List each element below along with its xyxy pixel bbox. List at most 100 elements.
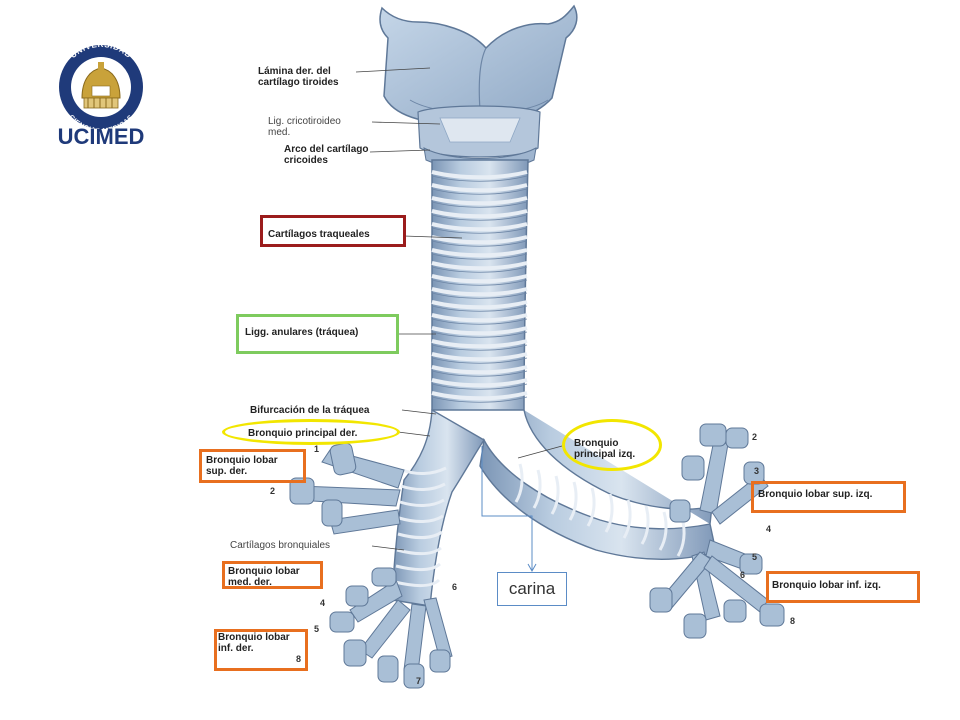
tracheal-ring — [431, 313, 528, 323]
tracheal-ring — [431, 196, 528, 206]
tracheal-ring — [431, 235, 528, 245]
tracheal-ring — [431, 274, 528, 284]
bronchial-ring — [514, 463, 524, 503]
bronchial-ring — [568, 481, 578, 521]
logo-wordmark: UCIMED — [57, 124, 145, 149]
label-lamina-tiroides: Lámina der. del cartílago tiroides — [258, 66, 339, 88]
highlight-box-bronquio-lobar-sup-der — [199, 449, 306, 483]
bronchial-ring — [400, 482, 446, 491]
tracheal-ring-shadow — [431, 331, 528, 338]
tracheal-ring-shadow — [431, 357, 528, 364]
highlight-ellipse-bronquio-principal-izq — [562, 419, 662, 471]
number-8-right: 8 — [790, 616, 796, 626]
label-bronquio-lobar-sup-izq: Bronquio lobar sup. izq. — [758, 489, 873, 500]
number-2-left: 2 — [270, 486, 276, 496]
highlight-box-cartilagos-traqueales — [260, 215, 406, 247]
tracheal-ring — [431, 339, 528, 349]
number-8-left: 8 — [296, 654, 302, 664]
bronchial-ring — [532, 469, 542, 509]
tracheal-ring-shadow — [431, 383, 528, 390]
tracheal-ring-shadow — [431, 266, 528, 273]
tracheal-ring — [431, 391, 528, 401]
tracheal-ring-shadow — [431, 370, 528, 377]
bronchial-ring — [395, 562, 441, 571]
number-6-left: 6 — [452, 582, 458, 592]
highlight-box-bronquio-lobar-med-der — [222, 561, 323, 589]
bronchial-ring — [394, 578, 441, 587]
label-lig-cricotiroideo: Lig. cricotiroideo med. — [268, 116, 341, 138]
label-bronquio-lobar-inf-der: Bronquio lobar inf. der. — [218, 632, 290, 654]
tracheal-ring-shadow — [431, 227, 528, 234]
bronchial-ring — [398, 514, 444, 523]
label-bronquio-lobar-inf-izq: Bronquio lobar inf. izq. — [772, 580, 881, 591]
thyroid-cartilage — [379, 4, 578, 129]
number-2-right: 2 — [752, 432, 758, 442]
tracheal-ring — [431, 248, 528, 258]
bronchial-ring — [396, 546, 442, 555]
tracheal-ring — [431, 170, 528, 180]
tracheal-ring — [431, 209, 528, 219]
tracheal-ring-shadow — [431, 240, 528, 247]
tracheal-ring-shadow — [431, 305, 528, 312]
number-5-right: 5 — [752, 552, 758, 562]
tracheal-ring-shadow — [431, 188, 528, 195]
number-4-right: 4 — [766, 524, 772, 534]
tracheal-ring-shadow — [431, 292, 528, 299]
bronchial-ring — [397, 530, 443, 539]
highlight-ellipse-bronquio-principal-der — [222, 419, 400, 445]
tracheal-ring-shadow — [431, 396, 528, 403]
carina-connector — [481, 446, 537, 573]
tracheal-ring-shadow — [431, 175, 528, 182]
number-5-left: 5 — [314, 624, 320, 634]
bronchial-ring — [604, 493, 614, 533]
carina-callout: carina — [497, 572, 567, 606]
highlight-box-bronquio-lobar-sup-izq — [751, 481, 906, 513]
tracheal-ring-shadow — [431, 344, 528, 351]
number-1: 1 — [314, 444, 320, 454]
bronchial-ring — [399, 498, 445, 507]
tracheal-ring — [431, 261, 528, 271]
bronchial-ring — [658, 511, 668, 551]
number-6-right: 6 — [740, 570, 746, 580]
tracheal-rings — [431, 170, 528, 403]
tracheal-ring — [431, 326, 528, 336]
right-lobar-branches — [289, 442, 453, 689]
tracheal-ring-shadow — [431, 201, 528, 208]
tracheal-ring-shadow — [431, 318, 528, 325]
tracheal-ring — [431, 183, 528, 193]
label-bronquio-lobar-med-der: Bronquio lobar med. der. — [228, 566, 300, 588]
tracheal-ring — [431, 222, 528, 232]
highlight-box-ligg-anulares — [236, 314, 399, 354]
tracheal-ring-shadow — [431, 253, 528, 260]
leader-lines — [355, 67, 563, 551]
bronchial-ring — [550, 475, 560, 515]
right-main-bronchus — [391, 408, 485, 607]
label-bifurcacion-traquea: Bifurcación de la tráquea — [250, 405, 370, 416]
highlight-box-bronquio-lobar-inf-der — [214, 629, 308, 671]
bronchial-ring — [622, 499, 632, 539]
number-7: 7 — [416, 676, 422, 686]
dome-icon — [81, 62, 121, 109]
tracheal-ring — [431, 287, 528, 297]
label-arco-cricoides: Arco del cartílago cricoides — [284, 144, 369, 166]
label-cartilagos-bronquiales: Cartílagos bronquiales — [230, 540, 331, 551]
label-bronquio-lobar-sup-der: Bronquio lobar sup. der. — [206, 455, 278, 477]
ucimed-seal: UNIVERSIDAD CIENCIAS MEDICAS — [59, 42, 143, 135]
number-3-right: 3 — [754, 466, 760, 476]
tracheal-ring — [431, 352, 528, 362]
tracheal-ring-shadow — [431, 214, 528, 221]
bronchial-ring — [640, 505, 650, 545]
left-lobar-branches — [649, 423, 785, 639]
bronchial-rings — [394, 463, 686, 587]
tracheal-ring — [431, 300, 528, 310]
bronchial-ring — [401, 466, 447, 475]
label-ligg-anulares: Ligg. anulares (tráquea) — [245, 327, 359, 338]
tracheal-ring-shadow — [431, 279, 528, 286]
highlight-box-bronquio-lobar-inf-izq — [766, 571, 920, 603]
label-cartilagos-traqueales: Cartílagos traqueales — [268, 229, 370, 240]
bronchial-ring — [586, 487, 596, 527]
number-4-left: 4 — [320, 598, 326, 608]
tracheal-ring — [431, 378, 528, 388]
tracheal-ring — [431, 365, 528, 375]
